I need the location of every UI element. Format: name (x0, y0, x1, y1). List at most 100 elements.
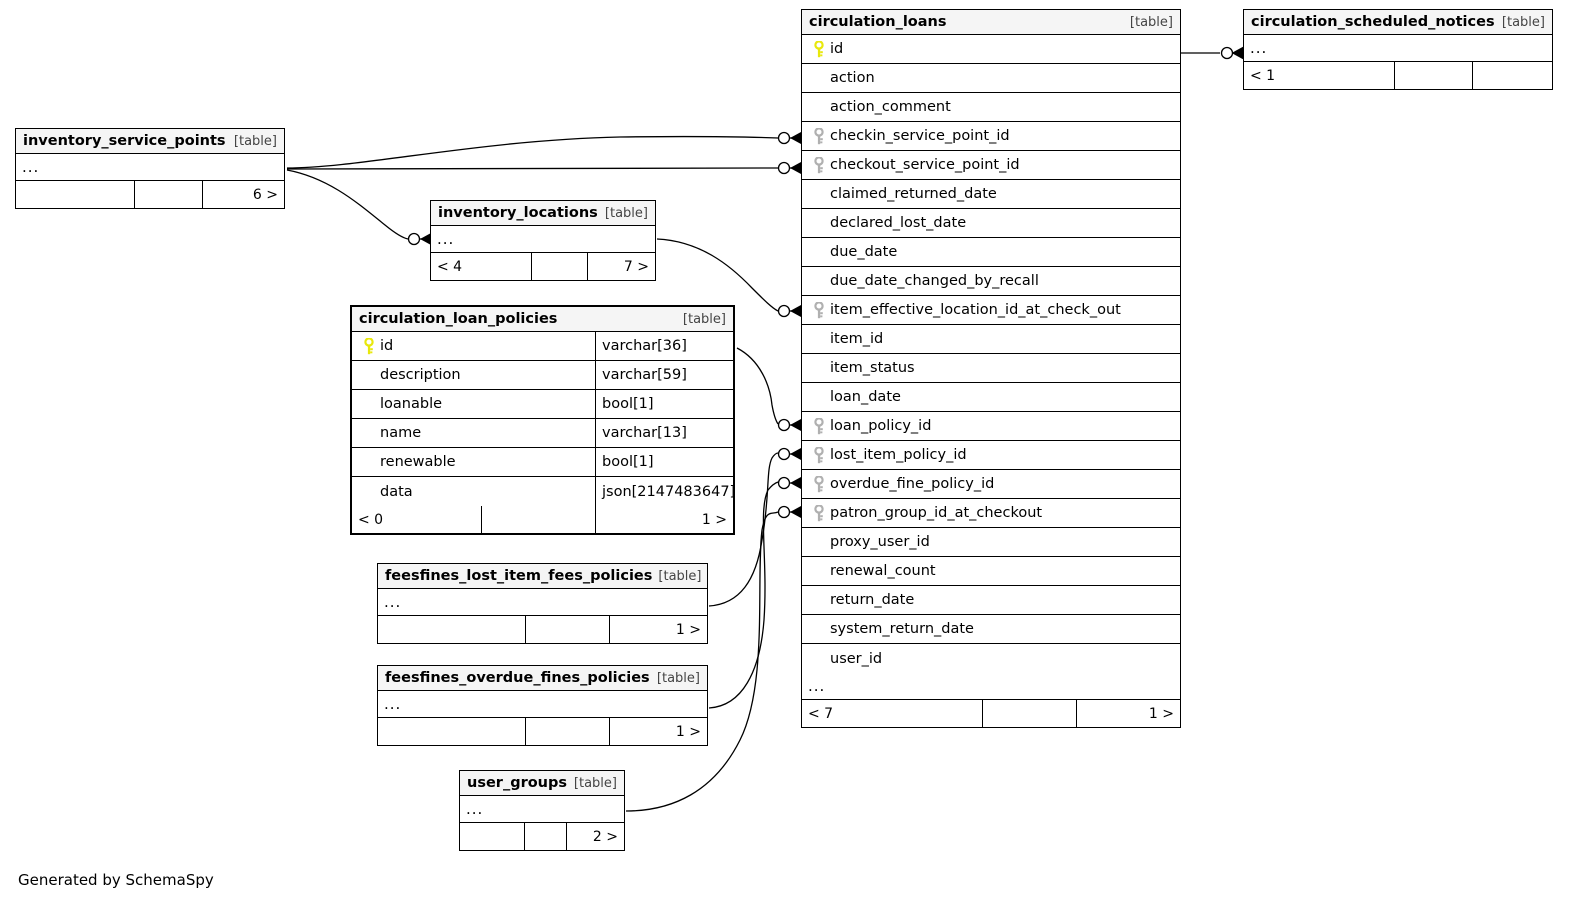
no-key-spacer (360, 424, 378, 442)
no-key-spacer (810, 69, 828, 87)
column-name: proxy_user_id (830, 534, 930, 550)
table-column-row: proxy_user_id (802, 528, 1180, 557)
column-name: id (380, 338, 394, 354)
table-title-feesfines-lost-item-fees-policies: feesfines_lost_item_fees_policies [table… (378, 564, 707, 589)
table-name: circulation_loan_policies (359, 311, 558, 327)
more-columns-row: ... (460, 796, 624, 823)
column-name-cell: lost_item_policy_id (802, 446, 1180, 464)
no-key-spacer (810, 272, 828, 290)
column-name: lost_item_policy_id (830, 447, 967, 463)
no-key-spacer (810, 650, 828, 668)
table-tag: [table] (1501, 14, 1545, 30)
table-feesfines-overdue-fines-policies[interactable]: feesfines_overdue_fines_policies [table]… (377, 665, 708, 746)
column-name-cell: checkout_service_point_id (802, 156, 1180, 174)
table-user-groups[interactable]: user_groups [table] ... 2 > (459, 770, 625, 851)
table-name: circulation_loans (809, 14, 947, 30)
more-columns-row: ... (431, 226, 655, 253)
column-name-cell: item_id (802, 330, 1180, 348)
no-key-spacer (810, 388, 828, 406)
table-column-row: system_return_date (802, 615, 1180, 644)
table-column-row: loan_policy_id (802, 412, 1180, 441)
column-name-cell: proxy_user_id (802, 533, 1180, 551)
more-columns-row: ... (378, 589, 707, 616)
column-name-cell: loan_policy_id (802, 417, 1180, 435)
no-key-spacer (360, 453, 378, 471)
column-name: system_return_date (830, 621, 974, 637)
table-circulation-loan-policies[interactable]: circulation_loan_policies [table] id varc… (350, 305, 735, 535)
no-key-spacer (810, 620, 828, 638)
no-key-spacer (810, 98, 828, 116)
no-key-spacer (360, 366, 378, 384)
primary-key-icon (360, 337, 378, 355)
table-tag: [table] (682, 311, 726, 327)
column-type: varchar[59] (595, 361, 733, 389)
table-column-row: declared_lost_date (802, 209, 1180, 238)
column-name-cell: due_date_changed_by_recall (802, 272, 1180, 290)
footer-middle (524, 823, 566, 850)
table-column-row: item_status (802, 354, 1180, 383)
table-footer-inventory-locations: < 4 7 > (431, 253, 655, 280)
footer-parents-count: < 4 (437, 258, 463, 275)
footer-children-count (1472, 62, 1552, 89)
table-inventory-locations[interactable]: inventory_locations [table] ... < 4 7 > (430, 200, 656, 281)
edge-servicepoints-to-checkout (286, 167, 779, 170)
column-name-cell: return_date (802, 591, 1180, 609)
table-title-inventory-locations: inventory_locations [table] (431, 201, 655, 226)
table-footer-feesfines-lost-item-fees-policies: 1 > (378, 616, 707, 643)
foreign-key-icon (810, 156, 828, 174)
table-title-circulation-loan-policies: circulation_loan_policies [table] (352, 307, 733, 332)
footer-parents-count (16, 181, 134, 208)
foreign-key-icon (810, 504, 828, 522)
table-circulation-scheduled-notices[interactable]: circulation_scheduled_notices [table] ..… (1243, 9, 1553, 90)
table-name: feesfines_lost_item_fees_policies (385, 568, 653, 584)
table-footer-user-groups: 2 > (460, 823, 624, 850)
footer-children-count: 1 > (609, 616, 707, 643)
no-key-spacer (810, 533, 828, 551)
table-tag: [table] (656, 670, 700, 686)
more-columns-row: ... (802, 673, 1180, 700)
edge-servicepoints-to-checkin (286, 135, 779, 169)
column-name-cell: renewable (352, 453, 595, 471)
table-name: inventory_locations (438, 205, 598, 221)
footer-children-count: 6 > (202, 181, 284, 208)
edge-loanpolicies-to-loanpolicyid (736, 347, 779, 425)
column-name: name (380, 425, 422, 441)
column-name-cell: loan_date (802, 388, 1180, 406)
column-name: checkin_service_point_id (830, 128, 1010, 144)
foreign-key-icon (810, 127, 828, 145)
footer-children-count: 2 > (566, 823, 624, 850)
column-name-cell: renewal_count (802, 562, 1180, 580)
column-name: description (380, 367, 461, 383)
footer-children-count: 7 > (587, 253, 655, 280)
table-feesfines-lost-item-fees-policies[interactable]: feesfines_lost_item_fees_policies [table… (377, 563, 708, 644)
column-name: renewable (380, 454, 456, 470)
table-column-row: claimed_returned_date (802, 180, 1180, 209)
table-inventory-service-points[interactable]: inventory_service_points [table] ... 6 > (15, 128, 285, 209)
column-name-cell: description (352, 366, 595, 384)
column-name: due_date (830, 244, 898, 260)
table-footer-inventory-service-points: 6 > (16, 181, 284, 208)
column-name-cell: loanable (352, 395, 595, 413)
table-column-row: overdue_fine_policy_id (802, 470, 1180, 499)
column-name: declared_lost_date (830, 215, 967, 231)
column-name-cell: patron_group_id_at_checkout (802, 504, 1180, 522)
footer-middle (525, 616, 609, 643)
foreign-key-icon (810, 475, 828, 493)
column-name: claimed_returned_date (830, 186, 997, 202)
column-name: overdue_fine_policy_id (830, 476, 995, 492)
table-title-feesfines-overdue-fines-policies: feesfines_overdue_fines_policies [table] (378, 666, 707, 691)
column-name: loan_date (830, 389, 901, 405)
no-key-spacer (810, 562, 828, 580)
column-name-cell: id (802, 40, 1180, 58)
column-name: item_id (830, 331, 884, 347)
table-footer-feesfines-overdue-fines-policies: 1 > (378, 718, 707, 745)
table-column-row: action (802, 64, 1180, 93)
no-key-spacer (810, 591, 828, 609)
edge-locations-to-item-effective (656, 238, 779, 312)
foreign-key-icon (810, 301, 828, 319)
table-column-row: id (802, 35, 1180, 64)
